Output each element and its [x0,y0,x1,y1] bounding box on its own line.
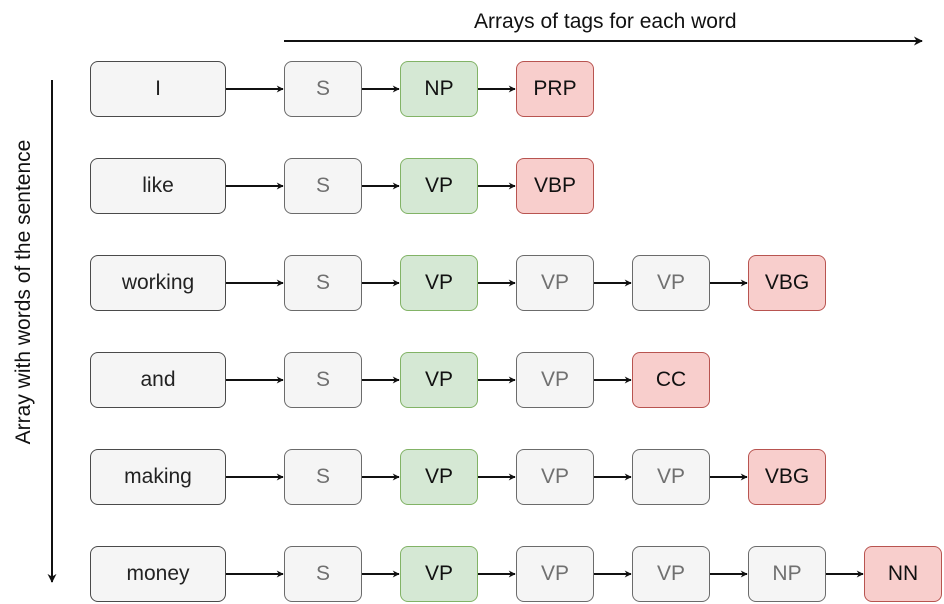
tag-box: VP [516,255,594,311]
tag-box: S [284,158,362,214]
tag-box: VP [632,546,710,602]
leaf-tag-box: CC [632,352,710,408]
tag-box: VP [400,158,478,214]
leaf-tag-box: NN [864,546,942,602]
tag-box: VP [400,255,478,311]
word-box: I [90,61,226,117]
tag-box: VP [516,352,594,408]
tags-axis-label: Arrays of tags for each word [474,10,737,33]
word-box: like [90,158,226,214]
tag-box: VP [516,449,594,505]
tag-box: S [284,255,362,311]
leaf-tag-box: PRP [516,61,594,117]
tag-box: S [284,449,362,505]
tag-box: VP [400,352,478,408]
tag-box: S [284,61,362,117]
words-axis-label: Array with words of the sentence [12,139,35,445]
tag-box: S [284,352,362,408]
tag-box: VP [632,255,710,311]
tag-box: S [284,546,362,602]
word-box: making [90,449,226,505]
tag-box: VP [400,546,478,602]
leaf-tag-box: VBP [516,158,594,214]
leaf-tag-box: VBG [748,449,826,505]
word-box: money [90,546,226,602]
tag-box: VP [632,449,710,505]
tag-box: NP [748,546,826,602]
tag-box: VP [516,546,594,602]
word-box: and [90,352,226,408]
tag-box: NP [400,61,478,117]
word-box: working [90,255,226,311]
leaf-tag-box: VBG [748,255,826,311]
tag-box: VP [400,449,478,505]
